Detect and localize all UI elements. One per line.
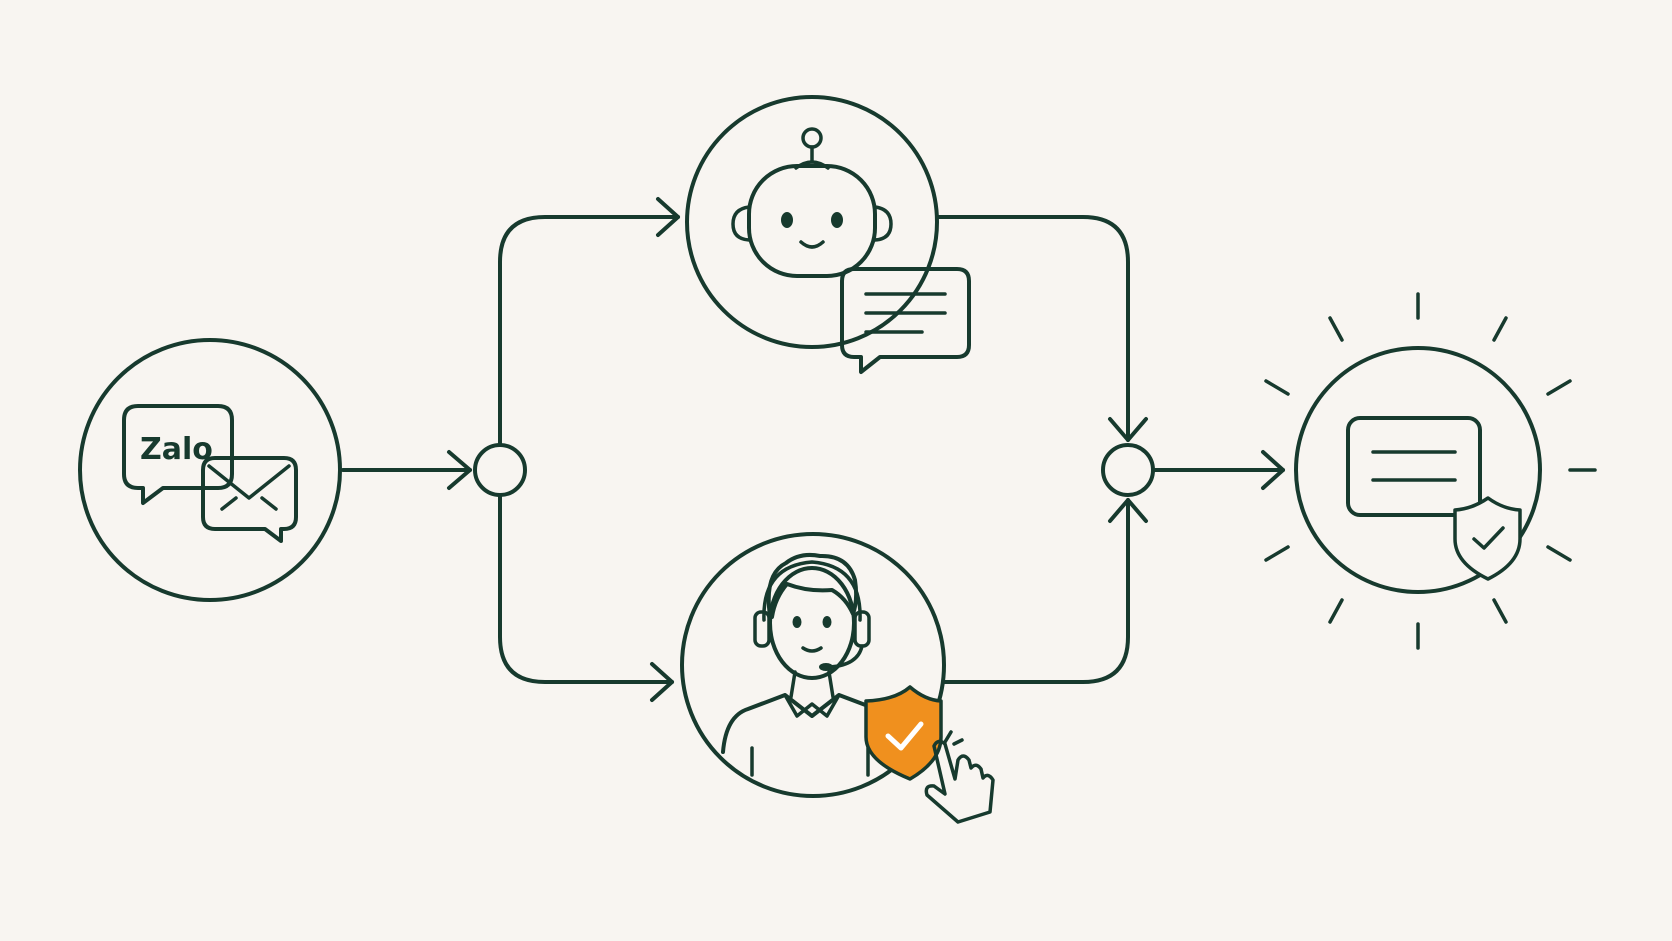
connector-ai-merge bbox=[936, 215, 1130, 442]
ai-node bbox=[685, 95, 971, 374]
message-card-icon bbox=[1346, 416, 1482, 517]
input-node-circle bbox=[78, 338, 342, 602]
approval-shield-icon bbox=[864, 685, 943, 781]
connector-split-human bbox=[498, 493, 674, 684]
arrowhead-human bbox=[650, 662, 674, 702]
arrowhead-ai bbox=[656, 197, 680, 237]
zalo-logo-text: Zalo bbox=[140, 432, 213, 467]
robot-icon bbox=[731, 127, 893, 278]
zalo-chat-icon: Zalo bbox=[122, 404, 234, 505]
connector-split-ai bbox=[498, 215, 680, 447]
input-node: Zalo bbox=[78, 338, 342, 602]
arrowhead-output bbox=[1261, 450, 1285, 490]
arrowhead-merge-bottom bbox=[1108, 498, 1148, 523]
arrowhead-merge-top bbox=[1108, 417, 1148, 442]
output-node bbox=[1264, 292, 1597, 650]
verified-shield-icon bbox=[1453, 496, 1522, 581]
human-node bbox=[680, 532, 995, 824]
merge-junction bbox=[1101, 443, 1155, 497]
email-chat-icon bbox=[201, 456, 298, 543]
chat-bubble-icon bbox=[840, 267, 971, 374]
sparkle-rays-icon bbox=[1264, 292, 1597, 650]
ai-node-circle bbox=[685, 95, 939, 349]
pointing-hand-icon bbox=[924, 730, 995, 824]
connectors bbox=[341, 197, 1285, 702]
arrowhead-split bbox=[447, 450, 472, 490]
split-junction bbox=[473, 443, 527, 497]
connector-human-merge bbox=[942, 498, 1130, 684]
